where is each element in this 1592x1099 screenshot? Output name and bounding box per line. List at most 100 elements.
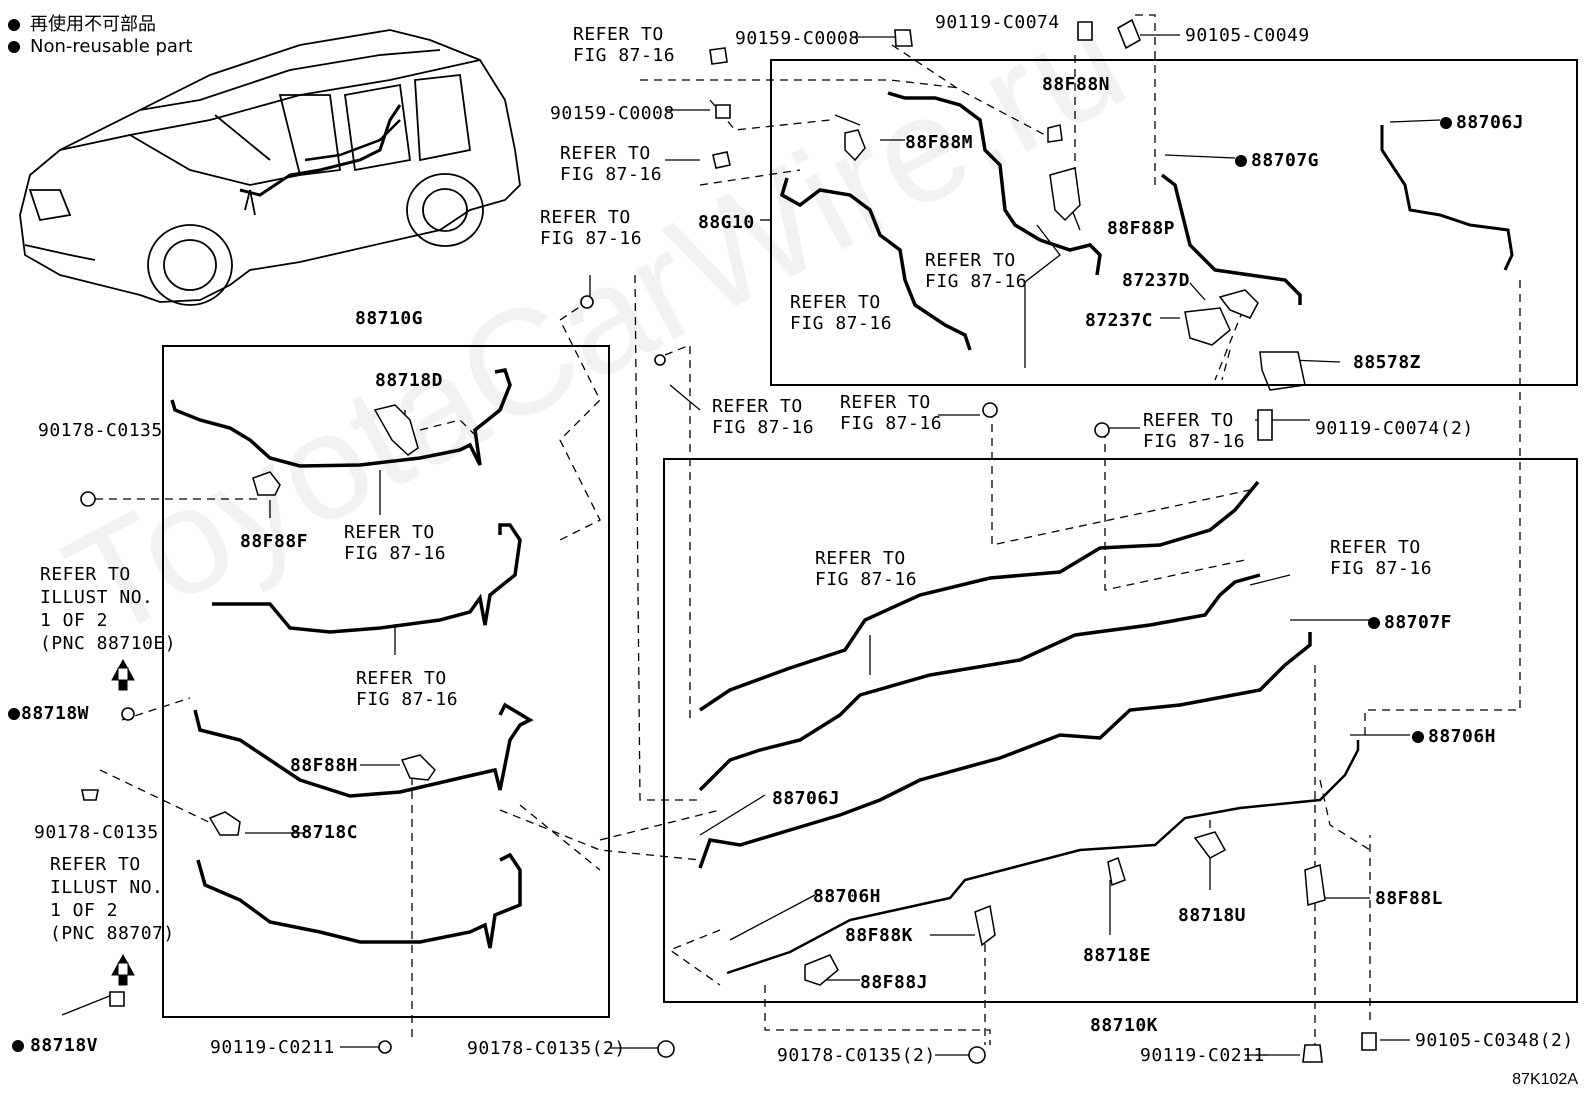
clip-refer-d [654,354,666,366]
non-reusable-dot-icon [1440,117,1452,129]
part-87237C[interactable]: 87237C [1085,310,1154,331]
part-88710K[interactable]: 88710K [1090,1015,1159,1036]
part-88718U[interactable]: 88718U [1178,905,1247,926]
refer-fig-87-16[interactable]: REFER TO FIG 87-16 [560,143,663,185]
part-88718D[interactable]: 88718D [375,370,444,391]
refer-fig-87-16[interactable]: REFER TO FIG 87-16 [840,392,943,434]
pipe-88G10 [779,91,1102,351]
part-90178-C0135-2[interactable]: 90178-C0135(2) [467,1038,626,1059]
part-88G10[interactable]: 88G10 [698,212,755,233]
part-88707F[interactable]: 88707F [1368,612,1452,633]
non-reusable-dot-icon [8,19,20,31]
part-90119-C0211[interactable]: 90119-C0211 [1140,1045,1265,1066]
clip-88F88P [1049,167,1081,222]
part-90178-C0135-2[interactable]: 90178-C0135(2) [777,1045,936,1066]
part-88707F-label: 88707F [1384,612,1453,633]
clip-88718D [373,404,419,456]
clip-87237C [1184,307,1231,346]
clip-refer-c [580,295,594,309]
bolt-90105-C0348 [1361,1032,1377,1051]
part-88706J[interactable]: 88706J [1440,112,1524,133]
part-88710G[interactable]: 88710G [355,308,424,329]
refer-illust-88710E[interactable]: REFER TO ILLUST NO. 1 OF 2 (PNC 88710E) [40,564,177,654]
part-88718W[interactable]: 88718W [8,703,89,724]
clip-88718C [208,811,241,836]
clip-88F88F [252,471,281,496]
group-frame-88710K [663,458,1578,1003]
part-88F88K[interactable]: 88F88K [845,925,914,946]
part-88706H[interactable]: 88706H [813,886,882,907]
part-88F88P[interactable]: 88F88P [1107,218,1176,239]
part-88706J[interactable]: 88706J [772,788,841,809]
part-88578Z[interactable]: 88578Z [1353,352,1422,373]
nut-90178-C0135-d [968,1046,986,1064]
part-88706H-label: 88706H [1428,726,1497,747]
part-90119-C0211[interactable]: 90119-C0211 [210,1037,335,1058]
refer-fig-87-16[interactable]: REFER TO FIG 87-16 [573,24,676,66]
part-88F88N[interactable]: 88F88N [1042,74,1111,95]
part-88718V[interactable]: 88718V [12,1035,98,1056]
part-90119-C0074[interactable]: 90119-C0074 [935,12,1060,33]
refer-illust-88707[interactable]: REFER TO ILLUST NO. 1 OF 2 (PNC 88707) [50,854,175,944]
pipe-88710G-2 [212,523,522,634]
part-90178-C0135[interactable]: 90178-C0135 [38,420,163,441]
vehicle-illustration [19,29,521,306]
refer-fig-87-16[interactable]: REFER TO FIG 87-16 [790,292,893,334]
pipe-88710G-3 [193,702,534,798]
part-88706H[interactable]: 88706H [1412,726,1496,747]
refer-fig-87-16[interactable]: REFER TO FIG 87-16 [344,522,447,564]
bolt-90119-C0074 [1077,21,1093,41]
part-88F88H[interactable]: 88F88H [290,755,359,776]
part-88707G[interactable]: 88707G [1235,150,1319,171]
nut-88718W [121,707,135,721]
grommet-refer-b [1094,422,1110,438]
part-87237D[interactable]: 87237D [1122,270,1191,291]
clip-87237D [1218,289,1259,319]
part-90159-C0008[interactable]: 90159-C0008 [735,28,860,49]
part-88F88J[interactable]: 88F88J [860,972,929,993]
non-reusable-dot-icon [12,1040,24,1052]
group-frame-88G10 [770,59,1578,386]
clip-88F88H [400,754,436,781]
bolt-90119-C0211-b [1302,1044,1323,1063]
arrow-up-a [111,658,135,681]
refer-fig-87-16[interactable]: REFER TO FIG 87-16 [712,396,815,438]
part-88718C[interactable]: 88718C [290,822,359,843]
refer-fig-87-16[interactable]: REFER TO FIG 87-16 [1330,537,1433,579]
legend-japanese: 再使用不可部品 [8,10,156,36]
part-88718E[interactable]: 88718E [1083,945,1152,966]
refer-fig-87-16[interactable]: REFER TO FIG 87-16 [1143,410,1246,452]
part-90119-C0074-2[interactable]: 90119-C0074(2) [1315,418,1474,439]
bolt-90159-C0008-b [715,104,731,119]
part-88F88M[interactable]: 88F88M [905,132,974,153]
part-88F88L[interactable]: 88F88L [1375,888,1444,909]
nut-90178-C0135-b [81,789,99,801]
part-90159-C0008[interactable]: 90159-C0008 [550,103,675,124]
part-88718W-label: 88718W [21,703,90,724]
part-90178-C0135[interactable]: 90178-C0135 [34,822,159,843]
pipe-88710G-4 [196,852,522,949]
part-88706J-label: 88706J [1456,112,1525,133]
pipe-88710K-2 [698,573,1261,792]
arrow-up-b [111,953,135,976]
pipe-88706J-top [1380,125,1514,271]
refer-fig-87-16[interactable]: REFER TO FIG 87-16 [356,668,459,710]
figure-code: 87K102A [1512,1071,1578,1088]
refer-fig-87-16[interactable]: REFER TO FIG 87-16 [815,548,918,590]
non-reusable-dot-icon [8,708,20,720]
legend-japanese-text: 再使用不可部品 [30,14,156,35]
non-reusable-dot-icon [1412,731,1424,743]
part-88F88F[interactable]: 88F88F [240,531,309,552]
part-90105-C0049[interactable]: 90105-C0049 [1185,25,1310,46]
clip-88718U [1193,831,1227,859]
refer-fig-87-16[interactable]: REFER TO FIG 87-16 [540,207,643,249]
grommet-refer [982,402,998,418]
clip-88718E [1107,857,1126,887]
refer-fig-87-16[interactable]: REFER TO FIG 87-16 [925,250,1028,292]
arrow-up-a-stem [118,679,128,691]
pipe-88710K-1 [699,480,1260,712]
part-90105-C0348-2[interactable]: 90105-C0348(2) [1415,1030,1574,1051]
group-frame-88710G [162,345,610,1018]
